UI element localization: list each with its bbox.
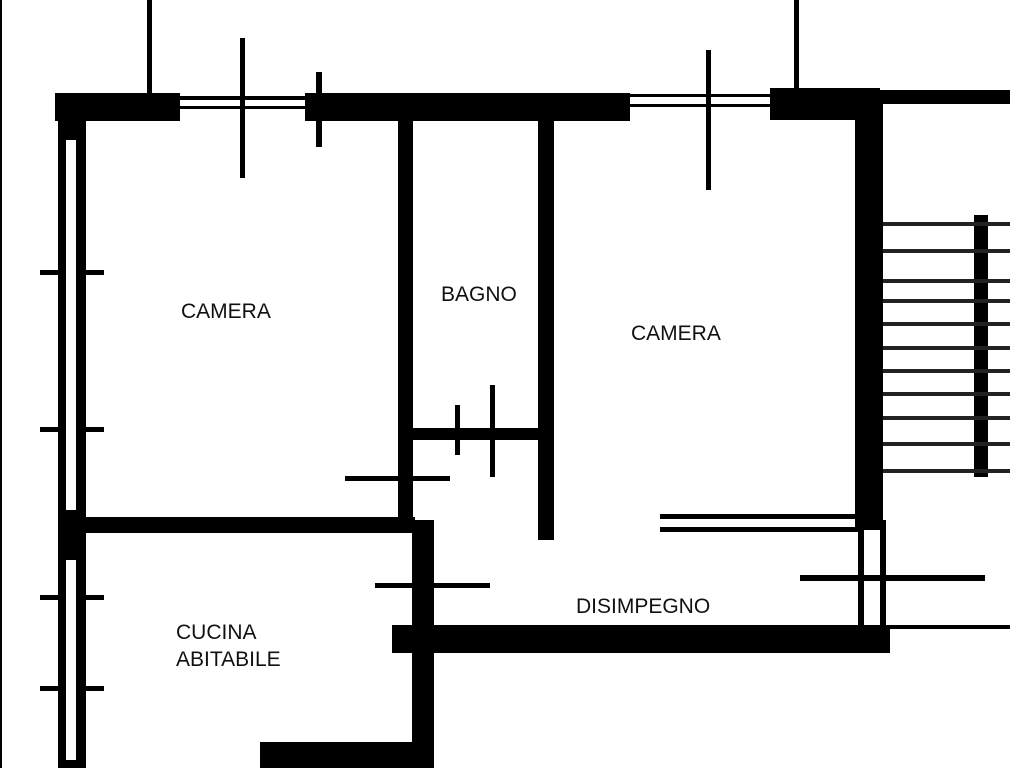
room-label-bagno: BAGNO	[441, 283, 517, 306]
room-label-cucina: CUCINA	[176, 621, 257, 644]
left-window	[66, 140, 76, 760]
stairs	[883, 222, 1010, 473]
room-label-abitabile: ABITABILE	[176, 648, 281, 671]
room-label-camera-left: CAMERA	[181, 300, 271, 323]
room-label-camera-right: CAMERA	[631, 322, 721, 345]
room-label-disimpegno: DISIMPEGNO	[576, 595, 710, 618]
